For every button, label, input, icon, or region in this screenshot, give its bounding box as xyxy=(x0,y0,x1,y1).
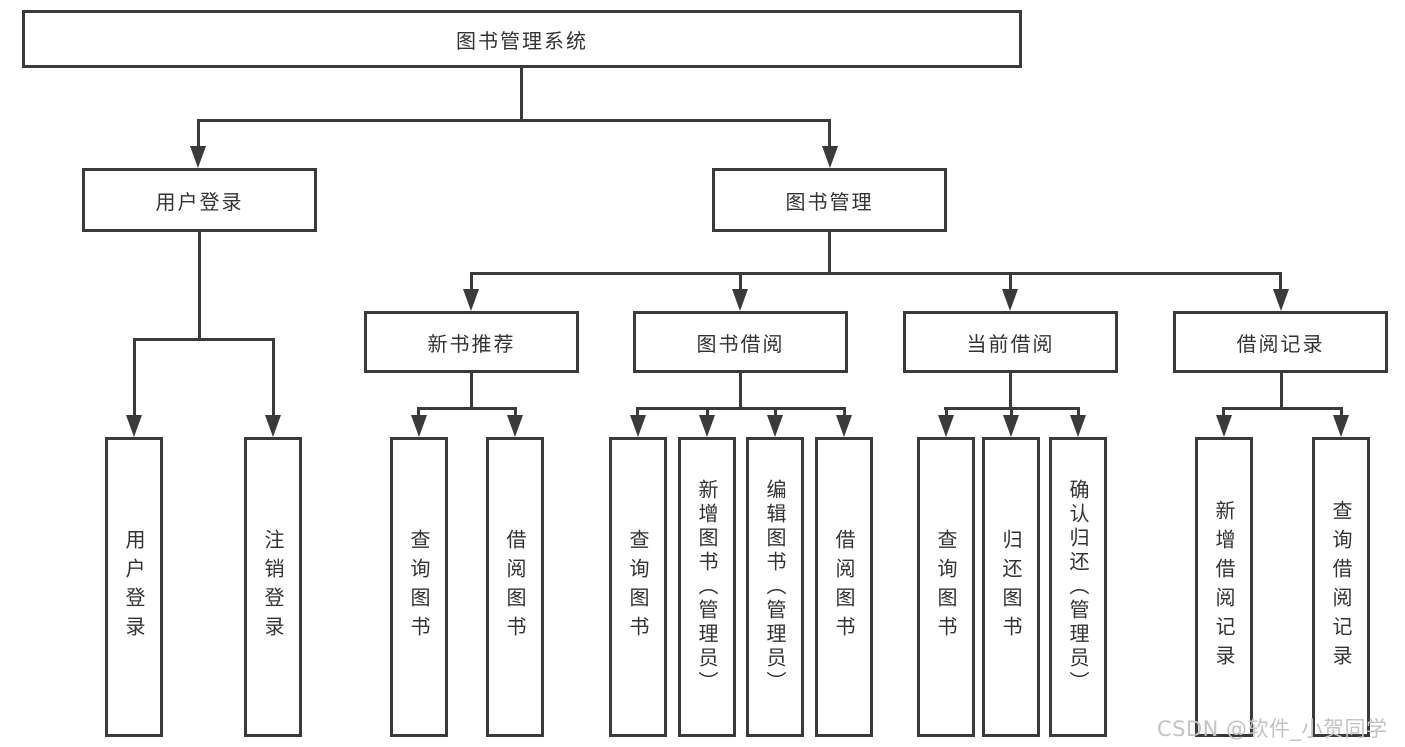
arrowhead xyxy=(1070,415,1086,437)
node-new-book-recommend: 新书推荐 xyxy=(364,311,579,373)
leaf-query-books: 查询图书 xyxy=(390,437,448,737)
connector xyxy=(1009,272,1012,292)
leaf-confirm-return-admin-label: 确认归还（管理员） xyxy=(1066,479,1090,695)
arrowhead xyxy=(732,289,748,311)
arrowhead xyxy=(190,146,206,168)
connector xyxy=(1009,371,1012,409)
arrowhead xyxy=(938,415,954,437)
node-borrow-records-label: 借阅记录 xyxy=(1236,331,1325,356)
node-root: 图书管理系统 xyxy=(22,10,1022,68)
connector xyxy=(198,230,201,340)
node-new-book-recommend-label: 新书推荐 xyxy=(427,331,516,356)
connector xyxy=(945,407,948,419)
arrowhead xyxy=(1273,289,1289,311)
connector xyxy=(774,407,777,419)
connector xyxy=(828,119,831,147)
connector xyxy=(1222,407,1343,410)
leaf-borrow-books: 借阅图书 xyxy=(815,437,873,737)
arrowhead xyxy=(699,415,715,437)
node-current-borrow-label: 当前借阅 xyxy=(966,331,1055,356)
connector xyxy=(133,338,136,418)
arrowhead xyxy=(836,415,852,437)
node-borrow-records: 借阅记录 xyxy=(1173,311,1388,373)
leaf-return-books-label: 归还图书 xyxy=(999,529,1023,645)
leaf-query-books: 查询图书 xyxy=(609,437,667,737)
connector xyxy=(1279,272,1282,292)
node-book-management-label: 图书管理 xyxy=(785,189,874,214)
connector xyxy=(514,407,517,419)
connector xyxy=(197,119,831,122)
connector xyxy=(470,371,473,409)
node-current-borrow: 当前借阅 xyxy=(903,311,1118,373)
leaf-confirm-return-admin: 确认归还（管理员） xyxy=(1049,437,1107,737)
leaf-query-books: 查询图书 xyxy=(917,437,975,737)
leaf-add-books-admin-label: 新增图书（管理员） xyxy=(695,479,719,695)
arrowhead xyxy=(411,415,427,437)
node-book-borrow: 图书借阅 xyxy=(633,311,848,373)
connector xyxy=(272,338,275,418)
connector xyxy=(470,272,473,292)
leaf-add-books-admin: 新增图书（管理员） xyxy=(678,437,736,737)
arrowhead xyxy=(463,289,479,311)
arrowhead xyxy=(822,146,838,168)
leaf-borrow-books: 借阅图书 xyxy=(486,437,544,737)
connector xyxy=(739,371,742,409)
leaf-edit-books-admin-label: 编辑图书（管理员） xyxy=(763,479,787,695)
node-user-login: 用户登录 xyxy=(82,168,317,232)
leaf-query-books-label: 查询图书 xyxy=(934,529,958,645)
connector xyxy=(417,407,517,410)
leaf-add-borrow-record: 新增借阅记录 xyxy=(1195,437,1253,737)
node-book-borrow-label: 图书借阅 xyxy=(696,331,785,356)
connector xyxy=(1222,407,1225,419)
leaf-user-login-label: 用户登录 xyxy=(122,529,146,645)
node-book-management: 图书管理 xyxy=(712,168,947,232)
arrowhead xyxy=(1333,415,1349,437)
leaf-query-borrow-record-label: 查询借阅记录 xyxy=(1329,500,1353,674)
connector xyxy=(636,407,639,419)
arrowhead xyxy=(767,415,783,437)
arrowhead xyxy=(1002,289,1018,311)
connector xyxy=(520,66,523,122)
connector xyxy=(706,407,709,419)
connector xyxy=(1280,371,1283,409)
leaf-return-books: 归还图书 xyxy=(982,437,1040,737)
leaf-query-borrow-record: 查询借阅记录 xyxy=(1312,437,1370,737)
arrowhead xyxy=(630,415,646,437)
connector xyxy=(417,407,420,419)
connector xyxy=(1010,407,1013,419)
connector xyxy=(843,407,846,419)
arrowhead xyxy=(507,415,523,437)
connector xyxy=(828,230,831,274)
leaf-logout-login: 注销登录 xyxy=(244,437,302,737)
connector xyxy=(470,272,1282,275)
node-user-login-label: 用户登录 xyxy=(155,189,244,214)
connector xyxy=(197,119,200,147)
leaf-user-login: 用户登录 xyxy=(105,437,163,737)
leaf-logout-login-label: 注销登录 xyxy=(261,529,285,645)
arrowhead xyxy=(1216,415,1232,437)
leaf-query-books-label: 查询图书 xyxy=(626,529,650,645)
leaf-borrow-books-label: 借阅图书 xyxy=(832,529,856,645)
arrowhead xyxy=(126,415,142,437)
connector xyxy=(133,338,275,341)
leaf-edit-books-admin: 编辑图书（管理员） xyxy=(746,437,804,737)
arrowhead xyxy=(265,415,281,437)
connector xyxy=(739,272,742,292)
leaf-borrow-books-label: 借阅图书 xyxy=(503,529,527,645)
arrowhead xyxy=(1003,415,1019,437)
watermark: CSDN @软件_小贺同学 xyxy=(1157,717,1388,741)
connector xyxy=(636,407,846,410)
node-root-label: 图书管理系统 xyxy=(456,28,588,53)
connector xyxy=(1077,407,1080,419)
leaf-add-borrow-record-label: 新增借阅记录 xyxy=(1212,500,1236,674)
leaf-query-books-label: 查询图书 xyxy=(407,529,431,645)
connector xyxy=(1340,407,1343,419)
